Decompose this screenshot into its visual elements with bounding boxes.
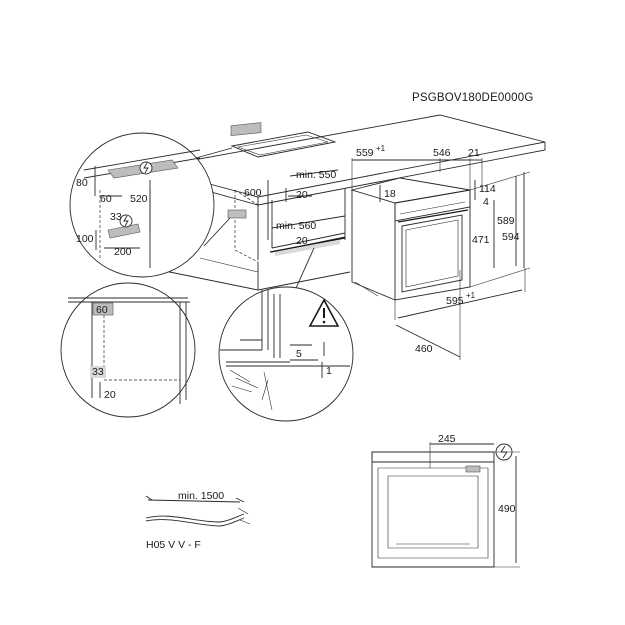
ventilation-detail: 5 1 [218,247,354,422]
gap-bottom-label: 20 [296,235,308,247]
electrical-connection-icon [139,161,153,175]
electrical-connection-icon [119,214,133,228]
product-code: PSGBOV180DE0000G [412,92,533,104]
niche-width-label: min. 560 [276,220,316,232]
socket-left-label: 100 [76,233,94,245]
width-sup: +1 [466,291,476,300]
detail-bottom-label: 20 [104,389,116,401]
gap-top-label: 20 [296,189,308,201]
rear-height-label: 490 [498,503,516,515]
detail-side-label: 33 [92,366,104,378]
niche-depth-label: min. 550 [296,169,336,181]
total-height-label: 594 [502,231,520,243]
gap-value-label: 5 [296,348,302,360]
cable-type-label: H05 V V - F [146,539,201,551]
panel-height-label: 114 [479,183,496,195]
depth-total-sup: +1 [376,144,386,153]
cable-diagram: min. 1500 H05 V V - F [145,490,251,551]
top-offset-label: 18 [384,188,396,200]
detail-top-label: 60 [96,304,108,316]
socket-offset-top-label: 80 [76,177,88,189]
cable-length-label: min. 1500 [178,490,224,502]
corner-detail: 60 33 20 [60,282,196,418]
body-height-label: 589 [497,215,515,227]
oven-dimensions: 559 +1 546 21 18 114 4 471 589 594 595 +… [351,144,531,360]
door-height-label: 471 [472,234,490,246]
depth-body-label: 546 [433,147,451,159]
front-thickness-label: 21 [468,147,480,159]
rear-view: 245 490 [371,433,520,568]
socket-offset-a-label: 60 [100,193,112,205]
warning-triangle-icon [308,298,340,327]
socket-detail: 80 60 520 33 100 200 [69,132,233,278]
rear-socket-offset-label: 245 [438,433,456,445]
step-value-label: 1 [326,365,332,377]
niche-height-label: 600 [244,187,262,199]
side-depth-label: 460 [415,343,433,355]
socket-offset-b-label: 33 [110,211,122,223]
oven-perspective [350,177,471,301]
niche-dimensions: min. 550 20 600 min. 560 20 [244,169,346,247]
socket-width-label: 200 [114,246,132,258]
depth-total-label: 559 [356,147,374,159]
socket-height-label: 520 [130,193,148,205]
panel-gap-label: 4 [483,196,489,208]
width-label: 595 [446,295,464,307]
